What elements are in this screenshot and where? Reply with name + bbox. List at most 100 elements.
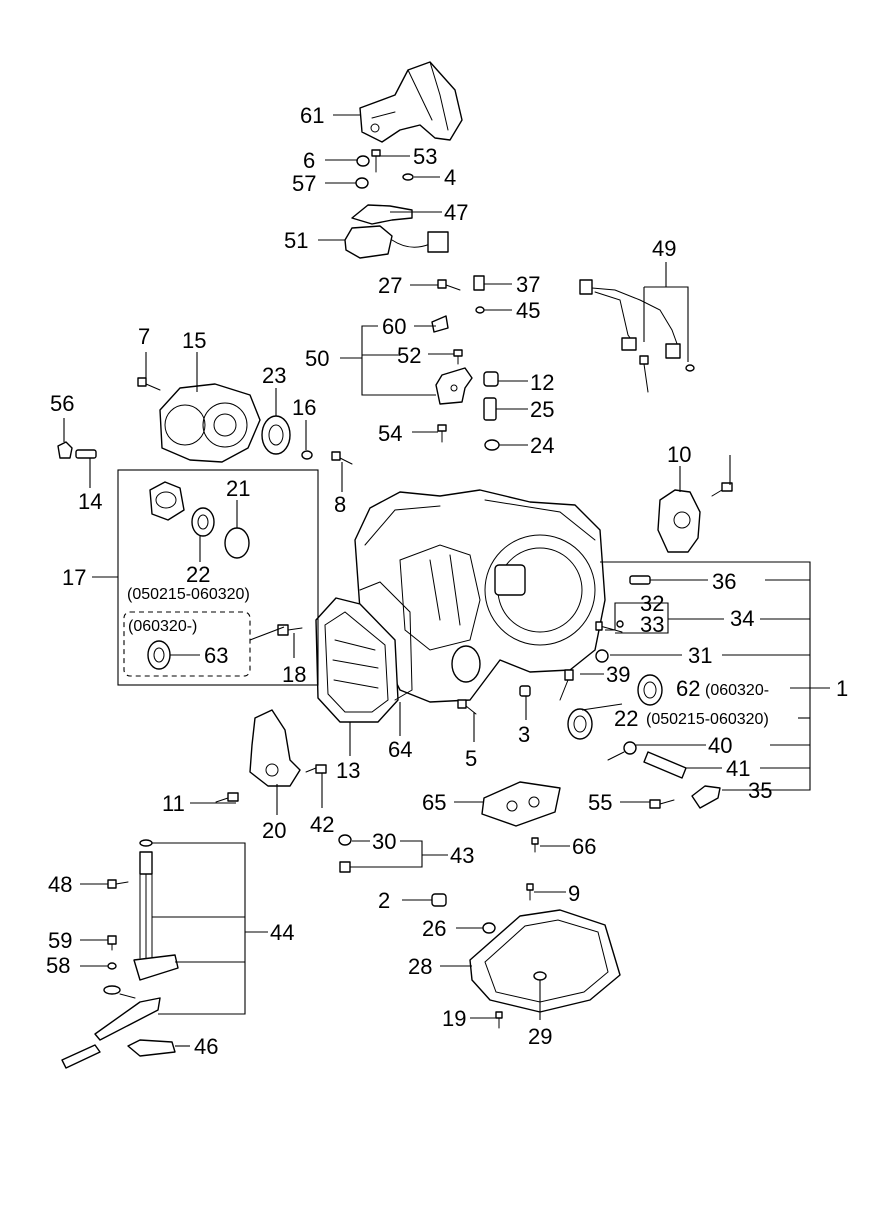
callout-labels: 61 6 53 57 4 47 51 49 27 37 45 60 50 52 … bbox=[46, 103, 848, 1059]
part-53-bolt bbox=[371, 149, 381, 173]
part-8-bolt bbox=[331, 451, 353, 465]
callout-9: 9 bbox=[568, 881, 580, 906]
callout-44: 44 bbox=[270, 920, 294, 945]
part-28-oil-pan bbox=[469, 909, 621, 1013]
callout-47: 47 bbox=[444, 200, 468, 225]
note-box17-range-a: (050215-060320) bbox=[127, 586, 250, 603]
callout-33: 33 bbox=[640, 612, 664, 637]
part-3-plug bbox=[519, 685, 531, 697]
callout-1: 1 bbox=[836, 676, 848, 701]
leader-bracket-1 bbox=[580, 561, 830, 791]
part-2-drain-plug bbox=[431, 893, 447, 907]
callout-42: 42 bbox=[310, 812, 334, 837]
callout-3: 3 bbox=[518, 722, 530, 747]
note-p22-range: (050215-060320) bbox=[646, 711, 769, 728]
callout-63: 63 bbox=[204, 643, 228, 668]
callout-5: 5 bbox=[465, 746, 477, 771]
callout-22b: 22 bbox=[614, 706, 638, 731]
part-11-bolt bbox=[215, 792, 239, 803]
note-box17-range-b: (060320-) bbox=[128, 618, 197, 635]
part-22-oil-seal-box bbox=[191, 507, 215, 537]
part-48-bolt bbox=[107, 879, 129, 889]
callout-55: 55 bbox=[588, 790, 612, 815]
leader-lines bbox=[63, 114, 731, 1047]
part-47-bracket bbox=[351, 204, 413, 225]
part-16-oring bbox=[301, 450, 313, 460]
part-26-gasket bbox=[482, 922, 496, 934]
callout-8: 8 bbox=[334, 492, 346, 517]
part-7-bolt bbox=[137, 377, 161, 391]
callout-46: 46 bbox=[194, 1034, 218, 1059]
callout-36: 36 bbox=[712, 569, 736, 594]
part-52-bolt bbox=[453, 349, 463, 365]
part-61-mount-bracket bbox=[359, 61, 463, 143]
part-37-sensor bbox=[473, 275, 485, 291]
part-10-bolt bbox=[711, 482, 733, 497]
callout-31: 31 bbox=[688, 643, 712, 668]
callout-11: 11 bbox=[162, 791, 185, 816]
part-10-mount-bracket bbox=[657, 489, 701, 553]
callout-64: 64 bbox=[388, 737, 412, 762]
callout-16: 16 bbox=[292, 395, 316, 420]
part-43-bolt bbox=[339, 861, 351, 873]
part-44-lever-rod bbox=[61, 985, 161, 1069]
callout-25: 25 bbox=[530, 397, 554, 422]
part-50-bracket-plate bbox=[435, 367, 473, 405]
part-42-bolt bbox=[305, 764, 327, 774]
callout-7: 7 bbox=[138, 324, 150, 349]
callout-52: 52 bbox=[397, 343, 421, 368]
callout-26: 26 bbox=[422, 916, 446, 941]
callout-50: 50 bbox=[305, 346, 329, 371]
callout-14: 14 bbox=[78, 489, 102, 514]
callout-29: 29 bbox=[528, 1024, 552, 1049]
callout-6: 6 bbox=[303, 148, 315, 173]
part-33-washer bbox=[616, 620, 624, 628]
part-57-nut bbox=[355, 177, 369, 189]
part-5-bolt bbox=[457, 699, 477, 715]
callout-49: 49 bbox=[652, 236, 676, 261]
callout-45: 45 bbox=[516, 298, 540, 323]
part-59-bolt bbox=[107, 935, 117, 951]
part-24-washer bbox=[484, 439, 500, 451]
callout-41: 41 bbox=[726, 756, 750, 781]
part-39-bolt bbox=[559, 669, 574, 701]
part-25-fitting bbox=[483, 397, 497, 421]
callout-15: 15 bbox=[182, 328, 206, 353]
part-17-drive-gear bbox=[149, 481, 185, 521]
callout-18: 18 bbox=[282, 662, 306, 687]
part-23-bearing bbox=[261, 415, 291, 455]
part-20-bracket bbox=[249, 709, 301, 787]
part-21-oring bbox=[224, 527, 250, 559]
callout-40: 40 bbox=[708, 733, 732, 758]
part-22-oil-seal bbox=[567, 708, 593, 740]
part-31-plug bbox=[595, 649, 609, 663]
part-64-gasket bbox=[359, 581, 413, 701]
callout-2: 2 bbox=[378, 888, 390, 913]
callout-32: 32 bbox=[640, 591, 664, 616]
part-60-clip bbox=[431, 315, 449, 333]
callout-58: 58 bbox=[46, 953, 70, 978]
part-18-bolt bbox=[277, 624, 303, 636]
callout-28: 28 bbox=[408, 954, 432, 979]
part-12-plug bbox=[483, 371, 499, 387]
part-63-oil-seal bbox=[147, 640, 171, 670]
callout-53: 53 bbox=[413, 144, 437, 169]
part-44-shift-shaft bbox=[133, 839, 179, 981]
part-56-plug bbox=[57, 441, 73, 459]
callout-4: 4 bbox=[444, 165, 456, 190]
part-15-side-cover bbox=[159, 383, 261, 463]
part-14-fitting bbox=[75, 449, 97, 459]
callout-19: 19 bbox=[442, 1006, 466, 1031]
part-58-ring bbox=[107, 962, 117, 970]
callout-39: 39 bbox=[606, 662, 630, 687]
callout-22a: 22 bbox=[186, 562, 210, 587]
part-9-bolt bbox=[526, 883, 534, 901]
part-65-oil-filter bbox=[481, 781, 561, 827]
callout-59: 59 bbox=[48, 928, 72, 953]
callout-66: 66 bbox=[572, 834, 596, 859]
part-54-bolt bbox=[437, 424, 447, 443]
part-45-oring bbox=[475, 306, 485, 314]
callout-23: 23 bbox=[262, 363, 286, 388]
callout-13: 13 bbox=[336, 758, 360, 783]
